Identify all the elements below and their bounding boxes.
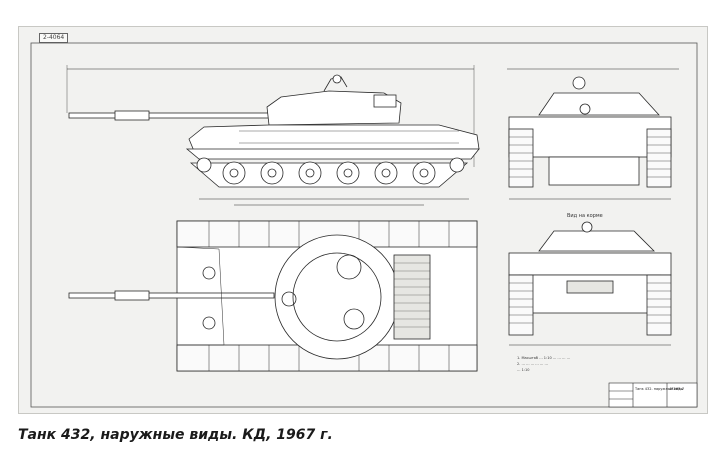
note-3: … 1:10	[517, 368, 529, 372]
note-2: 2. … … … … … …	[517, 362, 549, 366]
stamp-code: 2-4064	[39, 33, 69, 43]
top-view	[68, 220, 478, 372]
rear-view	[508, 221, 672, 346]
rear-view-label: Вид на корме	[567, 213, 603, 219]
blueprint-drawing: Вид на корме 1. Масштаб … 1:10 … … … … 2…	[30, 42, 698, 408]
title-block	[608, 382, 698, 408]
side-view	[66, 65, 480, 206]
figure-caption: Танк 432, наружные виды. КД, 1967 г.	[18, 427, 333, 443]
title-block-code: 432КВ-7	[669, 387, 684, 391]
title-block-name: Танк 432. наружные виды	[634, 387, 684, 391]
note-1: 1. Масштаб … 1:10 … … … …	[517, 356, 571, 360]
blueprint-sheet: 2-4064	[18, 26, 708, 414]
inner-frame	[30, 42, 698, 408]
front-view	[507, 68, 679, 200]
